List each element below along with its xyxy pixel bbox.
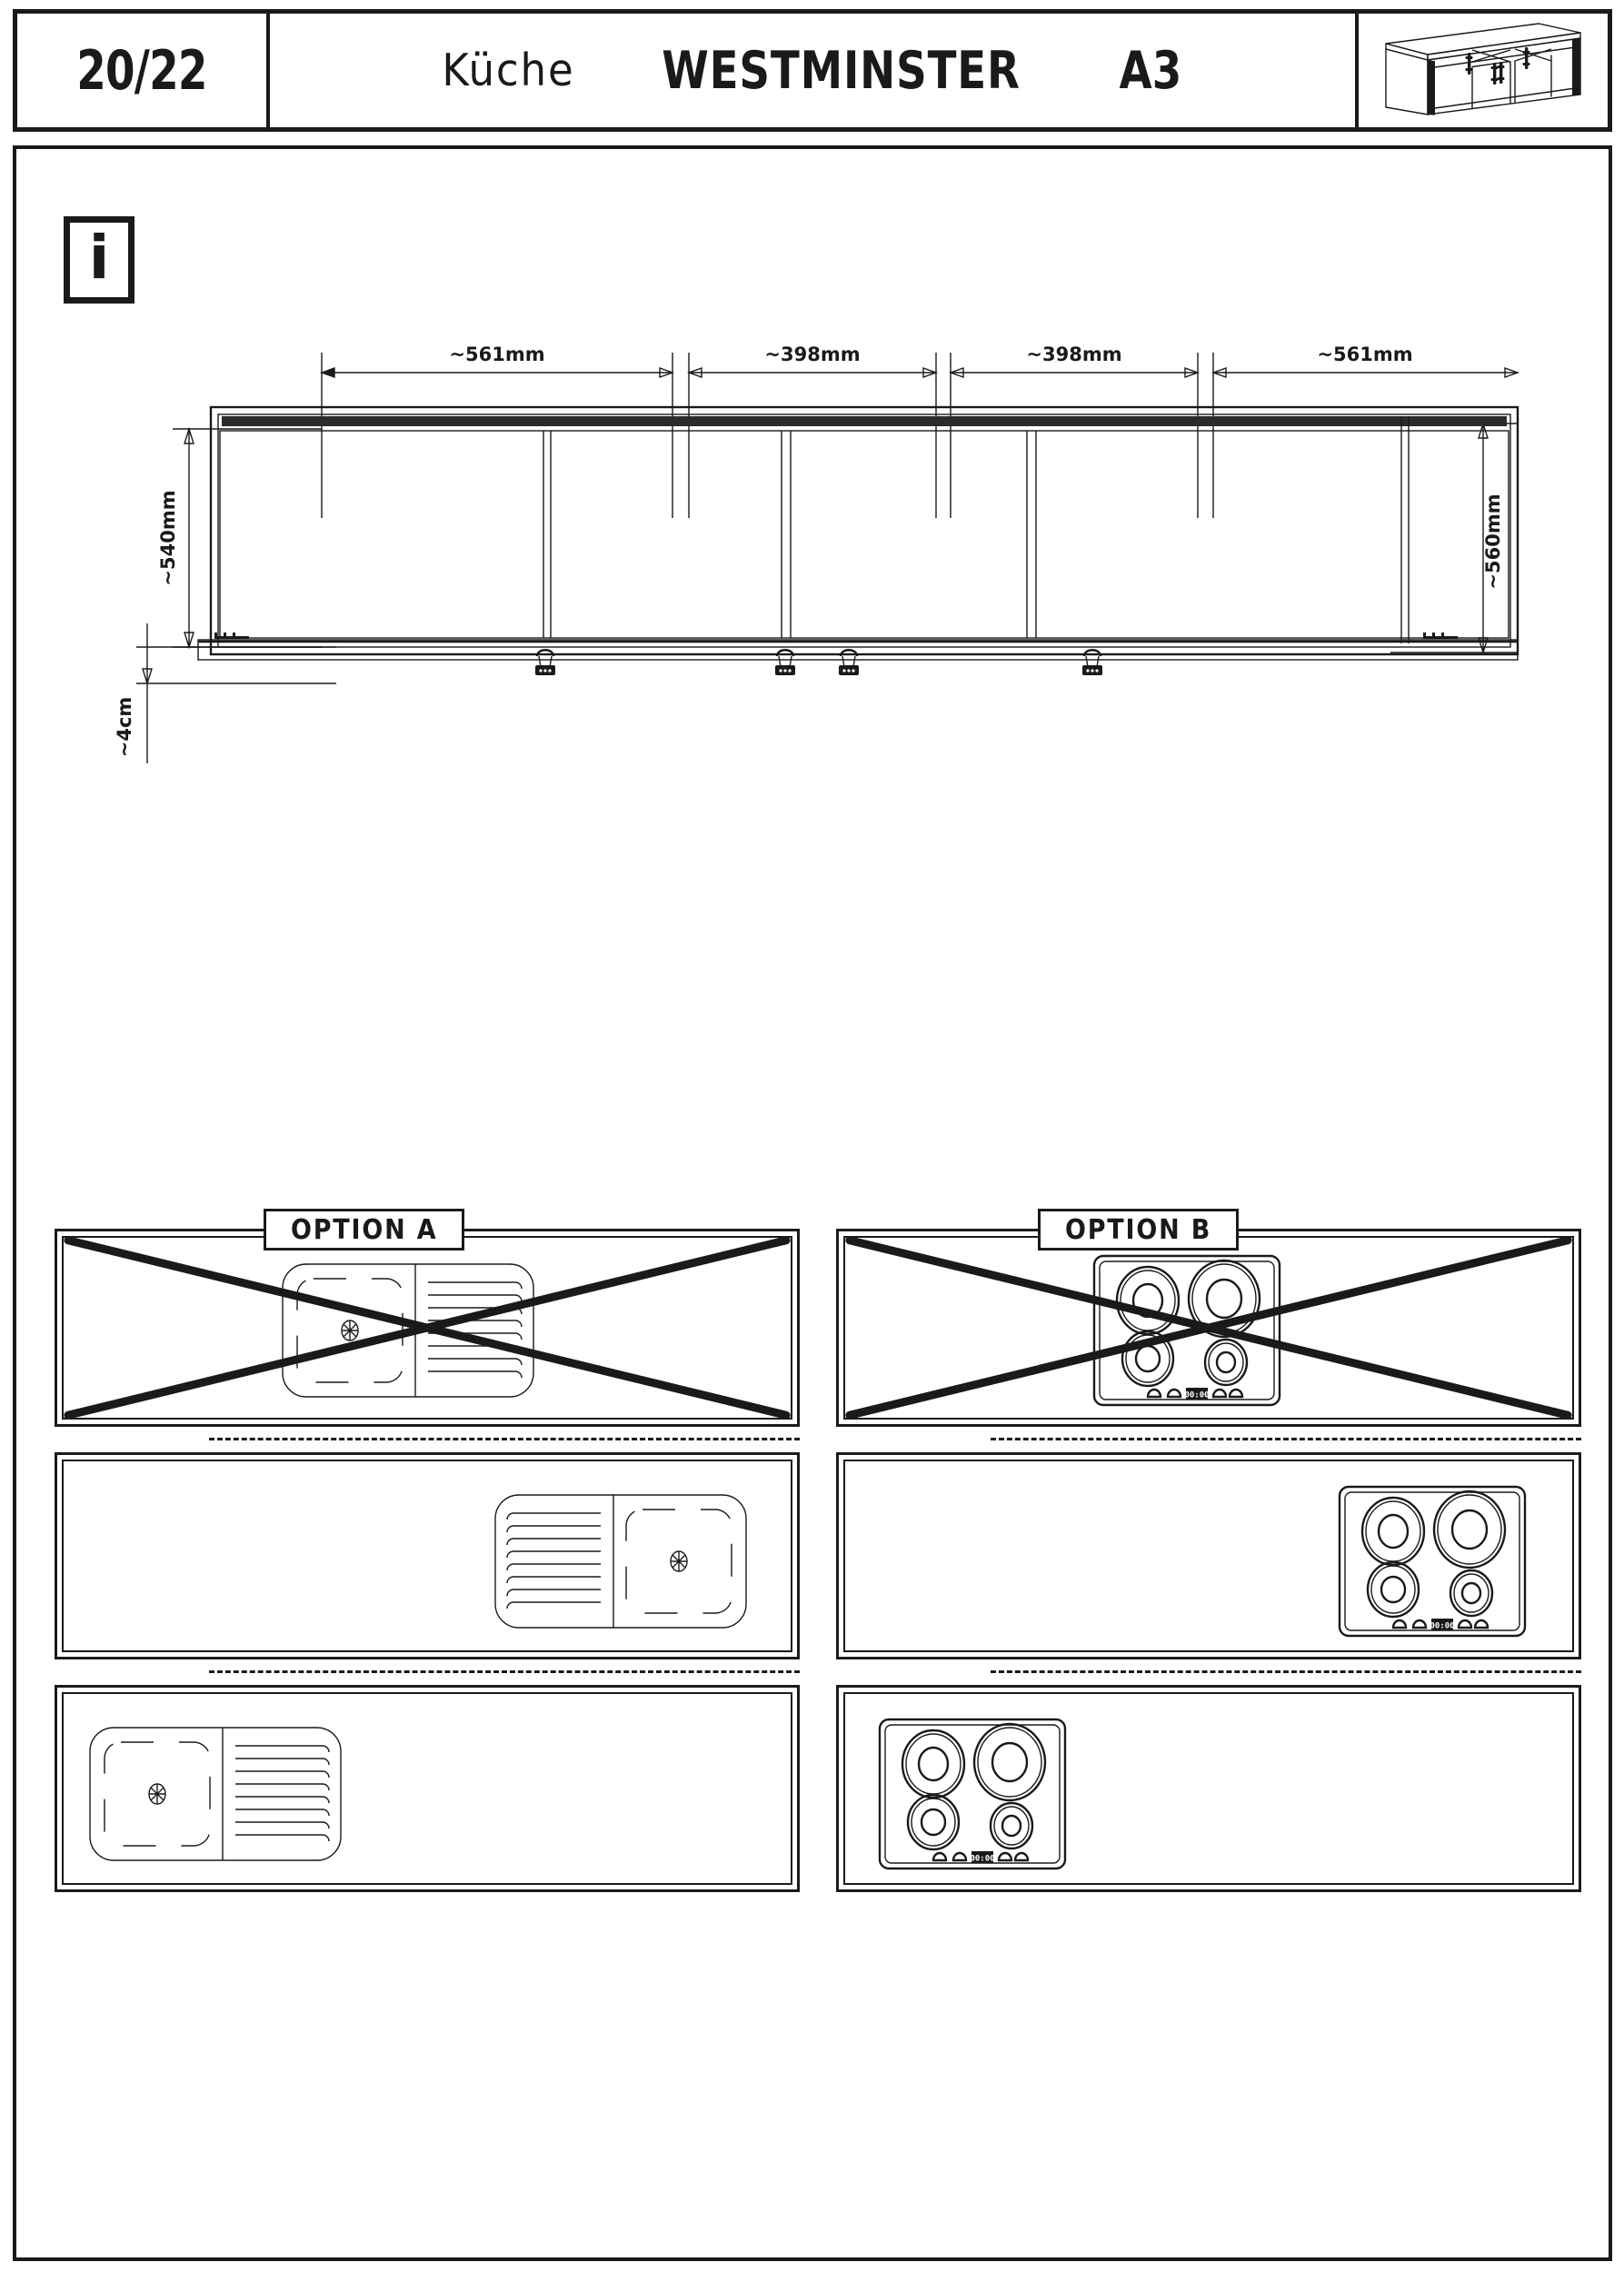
info-icon-glyph: i: [88, 222, 110, 293]
drainer-grooves-a1: [428, 1281, 523, 1379]
option-b-separator-1: [991, 1438, 1581, 1440]
dimension-label-plinth: ~4cm: [114, 697, 135, 758]
dimension-label-h-left: ~540mm: [157, 490, 179, 585]
cabinet-body: [197, 405, 1519, 675]
option-b-column: OPTION B: [836, 1209, 1581, 2154]
option-a-panel-3-inner: [62, 1692, 792, 1885]
vertical-dimension-left: [173, 426, 322, 650]
cabinet-elevation-drawing: ~561mm ~398mm ~398mm ~561mm ~540mm ~: [114, 336, 1536, 900]
options-area: OPTION A: [55, 1209, 1599, 2154]
option-a-panel-1: [55, 1229, 800, 1427]
dimension-label-w3: ~398mm: [1026, 344, 1121, 365]
sink-drain-a3: [148, 1783, 166, 1805]
title-block: 20/22 Küche WESTMINSTER A3: [13, 9, 1612, 132]
cabinet-legs: [535, 649, 1102, 675]
option-b-panel-2: 00:00: [836, 1452, 1581, 1659]
hob-burners-b1: [1115, 1259, 1261, 1388]
hob-icon-b2: 00:00: [1338, 1485, 1527, 1638]
cabinet-thumbnail-cell: [1359, 14, 1608, 127]
option-b-panel-1: 00:00: [836, 1229, 1581, 1427]
option-a-column: OPTION A: [55, 1209, 800, 2154]
sink-drain-a1: [341, 1320, 359, 1341]
hob-display-b1: 00:00: [1184, 1391, 1209, 1400]
option-a-label-text: OPTION A: [290, 1213, 438, 1246]
title-product: WESTMINSTER: [662, 40, 1021, 101]
page-number-cell: 20/22: [17, 14, 270, 127]
sink-icon-a1: [282, 1263, 534, 1398]
hob-burners-b3: [901, 1722, 1047, 1851]
option-a-panel-2-inner: [62, 1460, 792, 1652]
option-b-panel-3: 00:00: [836, 1685, 1581, 1892]
option-a-panel-2: [55, 1452, 800, 1659]
option-b-panel-2-inner: [843, 1460, 1574, 1652]
option-b-label: OPTION B: [1038, 1209, 1240, 1251]
title-subtitle: Küche: [442, 45, 575, 96]
option-a-separator-1: [209, 1438, 800, 1440]
sink-drain-a2: [670, 1550, 688, 1572]
hob-icon-b3: 00:00: [878, 1718, 1067, 1870]
dimension-label-h-right: ~560mm: [1482, 493, 1504, 589]
option-a-separator-2: [209, 1670, 800, 1673]
dimension-label-w1: ~561mm: [449, 344, 544, 365]
option-a-label: OPTION A: [264, 1209, 465, 1251]
drainer-grooves-a3: [235, 1745, 330, 1842]
option-b-separator-2: [991, 1670, 1581, 1673]
hob-display-b3: 00:00: [970, 1855, 994, 1864]
hob-controls-b1: 00:00: [1146, 1388, 1244, 1400]
sink-icon-a2: [494, 1494, 747, 1629]
sideboard-cabinet-isometric-icon: [1385, 22, 1581, 115]
option-b-label-text: OPTION B: [1064, 1213, 1212, 1246]
sheet-border: [13, 145, 1612, 2261]
hob-icon-b1: 00:00: [1092, 1254, 1281, 1407]
hob-burners-b2: [1360, 1490, 1507, 1619]
title-code: A3: [1119, 40, 1182, 101]
dimension-label-w2: ~398mm: [764, 344, 860, 365]
option-b-panel-3-inner: [843, 1692, 1574, 1885]
horizontal-dimension-chain: [319, 367, 1520, 378]
info-icon: i: [64, 216, 135, 304]
hob-display-b2: 00:00: [1430, 1622, 1454, 1631]
title-cell: Küche WESTMINSTER A3: [270, 14, 1359, 127]
page-number: 20/22: [76, 38, 207, 103]
hob-controls-b3: 00:00: [932, 1851, 1030, 1864]
hob-controls-b2: 00:00: [1391, 1619, 1489, 1631]
sink-icon-a3: [89, 1727, 342, 1861]
plinth-dimension: [136, 623, 336, 763]
option-a-panel-3: [55, 1685, 800, 1892]
dimension-label-w4: ~561mm: [1317, 344, 1412, 365]
drainer-grooves-a2: [506, 1512, 601, 1609]
